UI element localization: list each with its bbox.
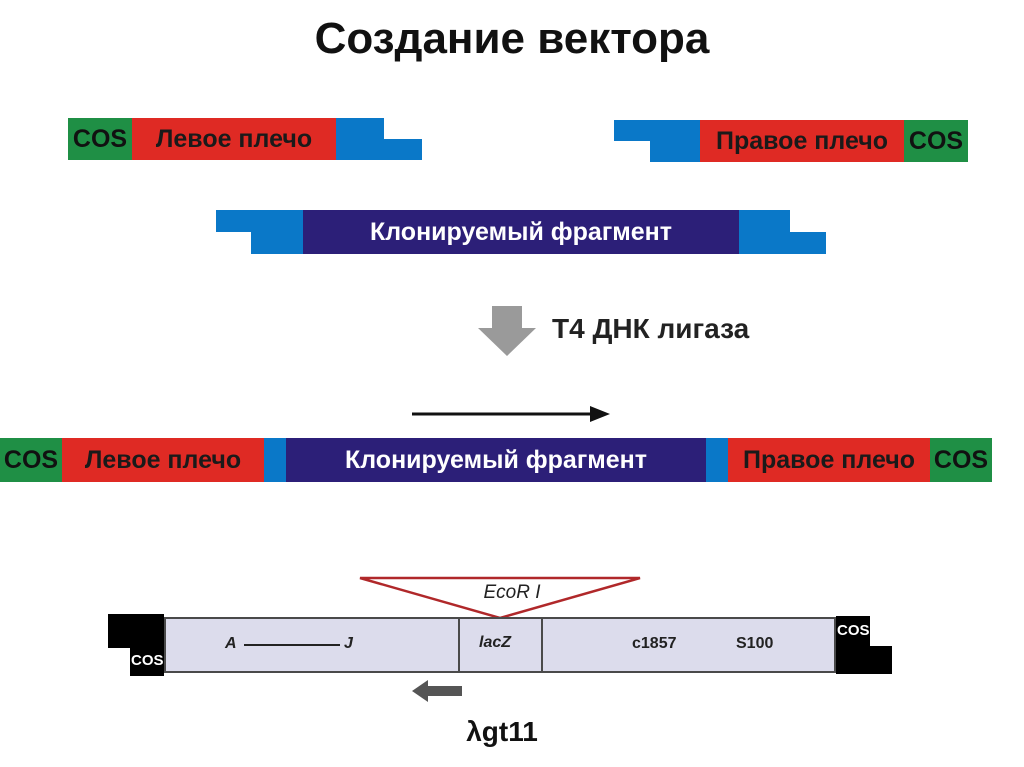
cos-left-label: COS	[131, 652, 164, 669]
gene-span-line	[244, 644, 340, 646]
left-arm-segment: Левое плечо	[132, 118, 336, 160]
down-arrow-icon	[478, 306, 536, 356]
sticky-end-joint	[706, 438, 728, 482]
sticky-end	[739, 210, 790, 254]
cos-end-block	[836, 646, 892, 674]
lacz-label: lacZ	[479, 634, 512, 651]
cos-right-label: COS	[837, 622, 870, 639]
right-arrow-icon	[412, 406, 610, 422]
right-arm-segment: Правое плечо	[728, 438, 930, 482]
c1857-label: c1857	[632, 635, 677, 652]
cos-end-block	[836, 616, 870, 648]
sticky-end-joint	[264, 438, 286, 482]
ligase-label: T4 ДНК лигаза	[552, 313, 750, 344]
fragment-segment: Клонируемый фрагмент	[286, 438, 706, 482]
cos-segment: COS	[0, 438, 62, 482]
vector-caption: λgt11	[466, 716, 538, 747]
cos-segment: COS	[68, 118, 132, 160]
cos-segment: COS	[904, 120, 968, 162]
gene-a-label: A	[225, 635, 237, 652]
sticky-end-overhang	[384, 139, 422, 160]
right-arm-segment: Правое плечо	[700, 120, 904, 162]
left-arm-segment: Левое плечо	[62, 438, 264, 482]
sticky-end	[650, 120, 700, 162]
page-title: Создание вектора	[314, 14, 710, 63]
left-arrow-icon	[412, 680, 462, 702]
sticky-end	[336, 118, 384, 160]
gene-j-label: J	[344, 635, 353, 652]
s100-label: S100	[736, 635, 774, 652]
ecori-insertion-triangle	[359, 576, 641, 620]
cos-end-block	[108, 614, 164, 648]
cos-segment: COS	[930, 438, 992, 482]
fragment-segment: Клонируемый фрагмент	[303, 210, 739, 254]
sticky-end	[251, 210, 303, 254]
ecori-label: EcoR I	[483, 582, 541, 603]
sticky-end-overhang	[790, 232, 826, 254]
map-divider	[541, 617, 543, 673]
cos-end-block	[130, 646, 164, 676]
map-divider	[458, 617, 460, 673]
